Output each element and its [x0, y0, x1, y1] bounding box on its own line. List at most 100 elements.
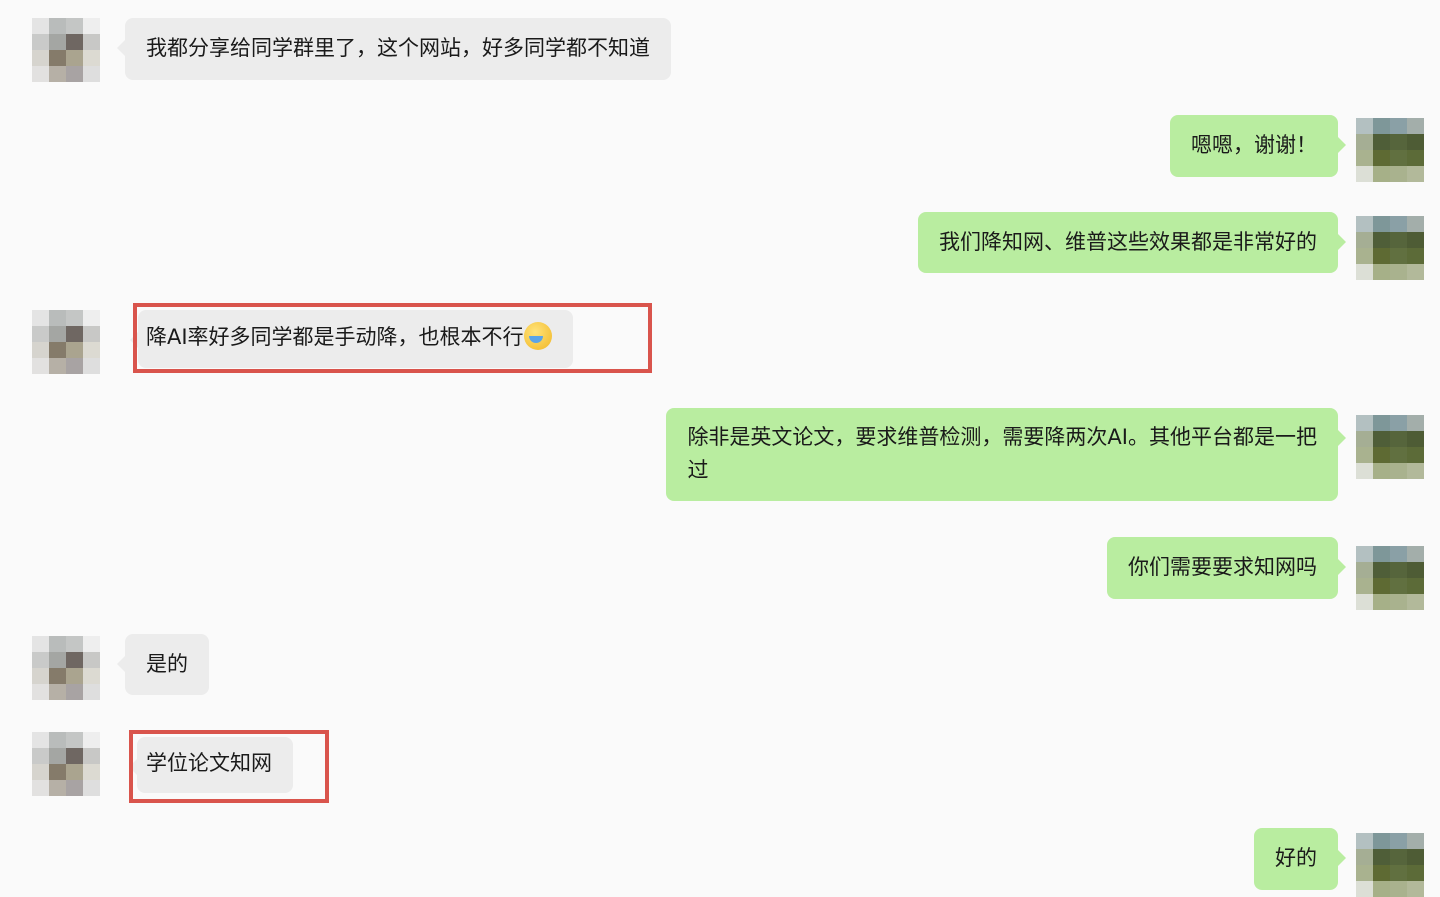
- avatar-pixel: [66, 684, 83, 700]
- avatar[interactable]: [32, 18, 100, 82]
- avatar-pixel: [83, 652, 100, 668]
- avatar-pixel: [1390, 232, 1407, 248]
- avatar-pixel: [1390, 594, 1407, 610]
- avatar[interactable]: [1356, 833, 1424, 897]
- avatar-pixel: [1356, 447, 1373, 463]
- avatar-pixel: [1356, 546, 1373, 562]
- avatar[interactable]: [1356, 415, 1424, 479]
- avatar-pixel: [83, 50, 100, 66]
- avatar-pixel: [1356, 415, 1373, 431]
- avatar-pixel: [1407, 594, 1424, 610]
- avatar-pixel: [1390, 865, 1407, 881]
- avatar-pixel: [66, 310, 83, 326]
- avatar-pixel: [1407, 118, 1424, 134]
- avatar-pixel: [1373, 447, 1390, 463]
- avatar-pixel: [83, 34, 100, 50]
- avatar-pixel: [1390, 216, 1407, 232]
- avatar-pixel: [1407, 562, 1424, 578]
- avatar-pixel: [1407, 881, 1424, 897]
- avatar-pixel: [1407, 546, 1424, 562]
- avatar-pixel: [32, 66, 49, 82]
- avatar-pixel: [1356, 865, 1373, 881]
- avatar[interactable]: [32, 732, 100, 796]
- avatar-pixel: [1407, 578, 1424, 594]
- avatar[interactable]: [1356, 216, 1424, 280]
- avatar-pixel: [1356, 431, 1373, 447]
- avatar-pixel: [1356, 562, 1373, 578]
- message-line: 除非是英文论文，要求维普检测，需要降两次AI。其他平台都是一把: [687, 425, 1317, 449]
- avatar-pixel: [32, 668, 49, 684]
- avatar-pixel: [32, 34, 49, 50]
- avatar-pixel: [1356, 166, 1373, 182]
- avatar-pixel: [49, 732, 66, 748]
- avatar-pixel: [1390, 881, 1407, 897]
- avatar-pixel: [1390, 562, 1407, 578]
- avatar-pixel: [1356, 134, 1373, 150]
- message-text: 降AI率好多同学都是手动降，也根本不行: [146, 325, 524, 349]
- avatar-pixel: [83, 764, 100, 780]
- avatar-pixel: [1373, 546, 1390, 562]
- message-bubble: 学位论文知网: [129, 737, 293, 793]
- avatar-pixel: [1390, 150, 1407, 166]
- avatar[interactable]: [1356, 118, 1424, 182]
- avatar-pixel: [1407, 447, 1424, 463]
- avatar-pixel: [66, 342, 83, 358]
- avatar-pixel: [83, 748, 100, 764]
- avatar-pixel: [32, 50, 49, 66]
- avatar-pixel: [32, 748, 49, 764]
- avatar-pixel: [1356, 248, 1373, 264]
- avatar-pixel: [1356, 849, 1373, 865]
- avatar-pixel: [1407, 264, 1424, 280]
- avatar-pixel: [32, 780, 49, 796]
- avatar-pixel: [1373, 881, 1390, 897]
- avatar-pixel: [1356, 216, 1373, 232]
- avatar-pixel: [1373, 216, 1390, 232]
- avatar-pixel: [1407, 415, 1424, 431]
- avatar-pixel: [32, 732, 49, 748]
- avatar-pixel: [49, 652, 66, 668]
- avatar-pixel: [1356, 578, 1373, 594]
- avatar-pixel: [1373, 562, 1390, 578]
- avatar-pixel: [1373, 849, 1390, 865]
- avatar-pixel: [83, 732, 100, 748]
- avatar-pixel: [1373, 463, 1390, 479]
- avatar[interactable]: [1356, 546, 1424, 610]
- avatar-pixel: [1407, 849, 1424, 865]
- avatar-pixel: [1373, 865, 1390, 881]
- avatar-pixel: [66, 50, 83, 66]
- avatar-pixel: [1356, 118, 1373, 134]
- avatar-pixel: [49, 310, 66, 326]
- avatar-pixel: [1356, 150, 1373, 166]
- avatar-pixel: [49, 34, 66, 50]
- avatar-pixel: [49, 66, 66, 82]
- avatar-pixel: [66, 668, 83, 684]
- avatar-pixel: [66, 732, 83, 748]
- avatar-pixel: [1373, 594, 1390, 610]
- avatar[interactable]: [32, 636, 100, 700]
- avatar-pixel: [49, 342, 66, 358]
- avatar-pixel: [83, 636, 100, 652]
- avatar-pixel: [1390, 463, 1407, 479]
- avatar-pixel: [49, 358, 66, 374]
- avatar-pixel: [49, 668, 66, 684]
- avatar-pixel: [1373, 431, 1390, 447]
- avatar-pixel: [1390, 546, 1407, 562]
- avatar-pixel: [32, 636, 49, 652]
- avatar-pixel: [1373, 232, 1390, 248]
- avatar-pixel: [1407, 166, 1424, 182]
- avatar-pixel: [66, 636, 83, 652]
- avatar-pixel: [66, 326, 83, 342]
- message-bubble: 好的: [1254, 828, 1346, 890]
- avatar-pixel: [1390, 833, 1407, 849]
- avatar-pixel: [1407, 216, 1424, 232]
- avatar-pixel: [1356, 833, 1373, 849]
- avatar-pixel: [32, 358, 49, 374]
- avatar-pixel: [1373, 118, 1390, 134]
- avatar-pixel: [1356, 264, 1373, 280]
- avatar-pixel: [32, 18, 49, 34]
- avatar-pixel: [83, 310, 100, 326]
- avatar-pixel: [1373, 415, 1390, 431]
- avatar[interactable]: [32, 310, 100, 374]
- avatar-pixel: [1373, 833, 1390, 849]
- avatar-pixel: [83, 668, 100, 684]
